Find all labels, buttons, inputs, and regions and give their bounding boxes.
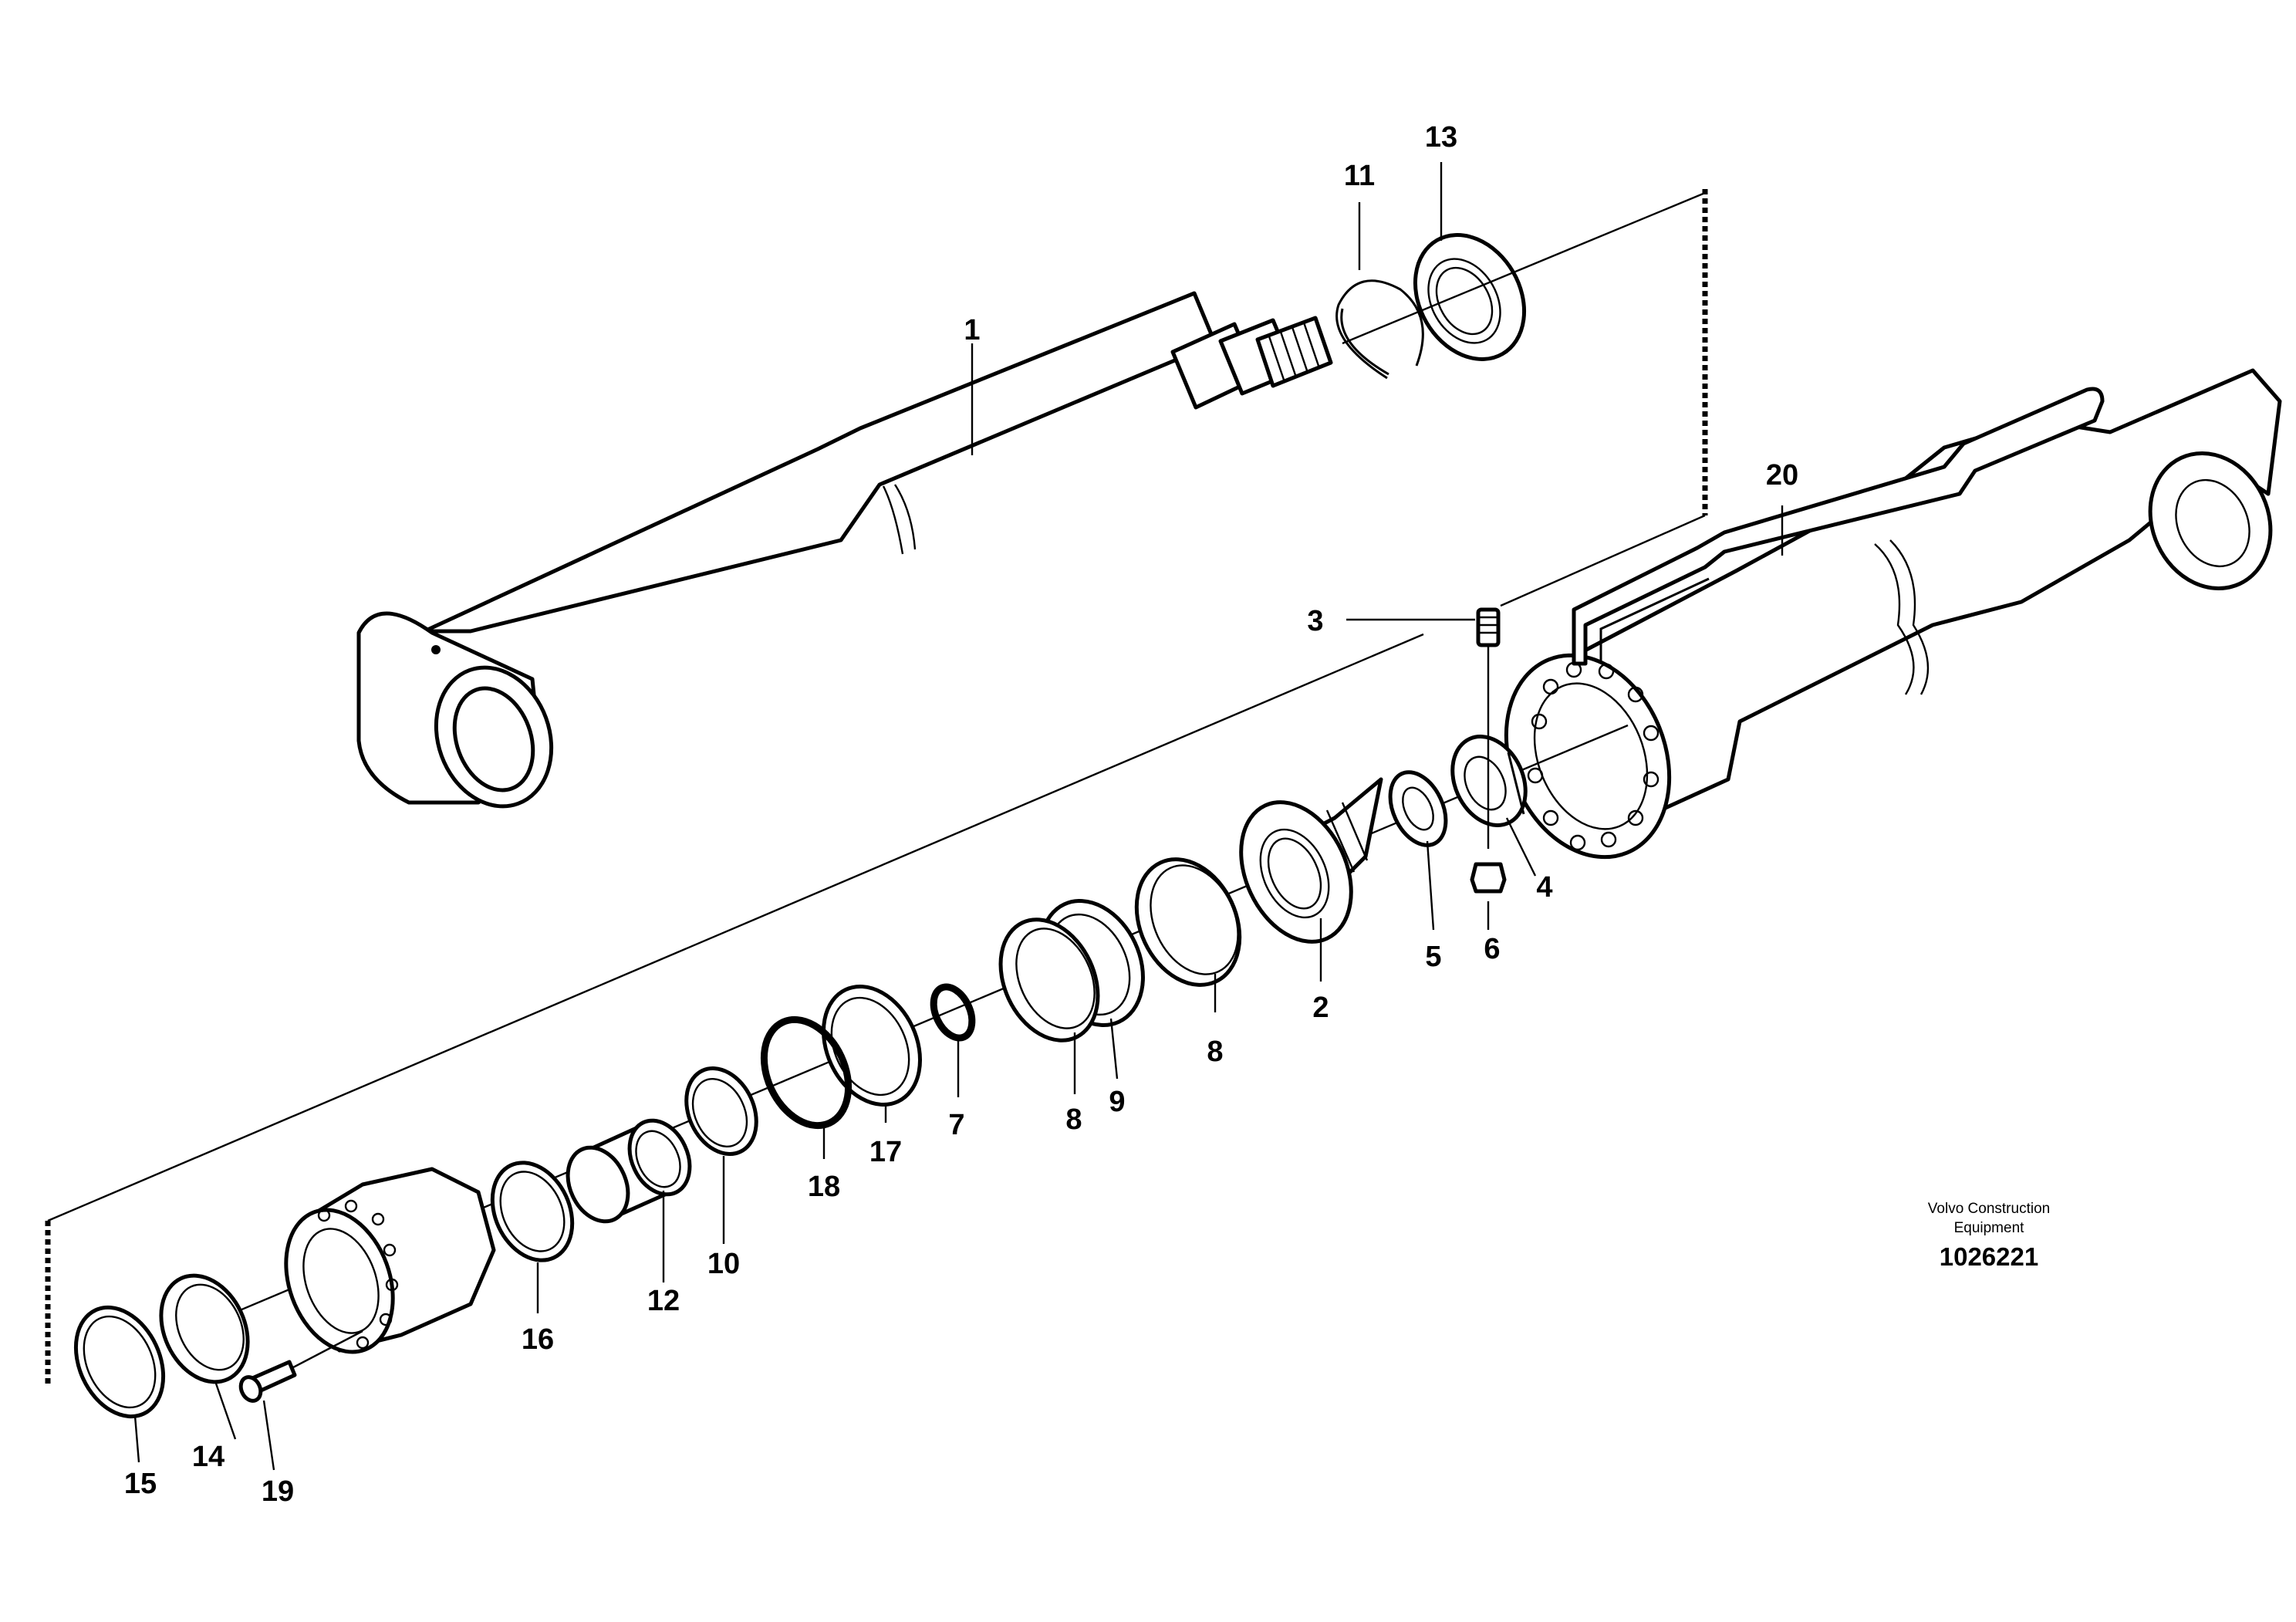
callout-3: 3 xyxy=(1307,605,1323,637)
callout-9: 9 xyxy=(1109,1086,1125,1118)
callout-1: 1 xyxy=(964,314,980,346)
callout-2: 2 xyxy=(1312,992,1329,1024)
callout-6: 6 xyxy=(1484,933,1500,965)
callout-19: 19 xyxy=(262,1475,294,1508)
callout-8-right: 8 xyxy=(1207,1036,1223,1068)
backup-ring-part-17 xyxy=(822,984,922,1107)
ring-part-15 xyxy=(73,1305,166,1419)
credit-line-1: Volvo Construction xyxy=(1928,1201,2050,1217)
callout-8-left: 8 xyxy=(1065,1103,1082,1136)
o-ring-part-18 xyxy=(760,1015,853,1130)
callout-14: 14 xyxy=(192,1441,225,1473)
bracket-line-left xyxy=(47,633,1424,1222)
piston-rod-part-1 xyxy=(356,291,1333,809)
callout-labels: 1 2 3 4 5 6 7 8 8 9 10 11 12 13 14 15 16… xyxy=(124,121,1798,1508)
set-screw-part-3 xyxy=(1476,607,1501,849)
callout-12: 12 xyxy=(647,1285,680,1317)
wiper-seal-part-13 xyxy=(1413,233,1527,361)
callout-5: 5 xyxy=(1425,941,1441,973)
wiper-part-14 xyxy=(159,1273,250,1384)
bracket-line-right xyxy=(1500,514,1706,607)
callout-11: 11 xyxy=(1344,160,1375,192)
callout-18: 18 xyxy=(808,1171,840,1203)
rod-axis-line xyxy=(1342,191,1706,345)
screw-part-19 xyxy=(238,1330,363,1403)
retaining-ring-part-11 xyxy=(1335,279,1424,380)
callout-7: 7 xyxy=(948,1109,964,1141)
seal-part-16 xyxy=(490,1161,575,1262)
credit-line-2: Equipment xyxy=(1954,1220,2025,1236)
piston-part-2 xyxy=(1239,777,1383,944)
washer-part-5 xyxy=(1388,770,1448,847)
callout-15: 15 xyxy=(124,1468,157,1500)
document-number: 1026221 xyxy=(1940,1242,2038,1271)
callout-20: 20 xyxy=(1766,459,1798,492)
o-ring-part-7 xyxy=(930,983,976,1042)
cylinder-barrel xyxy=(1504,368,2282,860)
callout-4: 4 xyxy=(1536,871,1552,904)
cylinder-head xyxy=(284,1167,496,1354)
callout-16: 16 xyxy=(522,1323,554,1356)
callout-10: 10 xyxy=(707,1248,740,1280)
publisher-credit: Volvo Construction Equipment 1026221 xyxy=(1928,1201,2050,1271)
leader-lines xyxy=(133,162,1784,1471)
callout-13: 13 xyxy=(1425,121,1457,154)
lock-nut-part-6 xyxy=(1470,862,1507,894)
callout-17: 17 xyxy=(869,1136,902,1168)
bushing-part-12 xyxy=(566,1118,692,1224)
wear-ring-part-8-left xyxy=(998,917,1100,1042)
seal-ring-part-10 xyxy=(684,1066,758,1156)
